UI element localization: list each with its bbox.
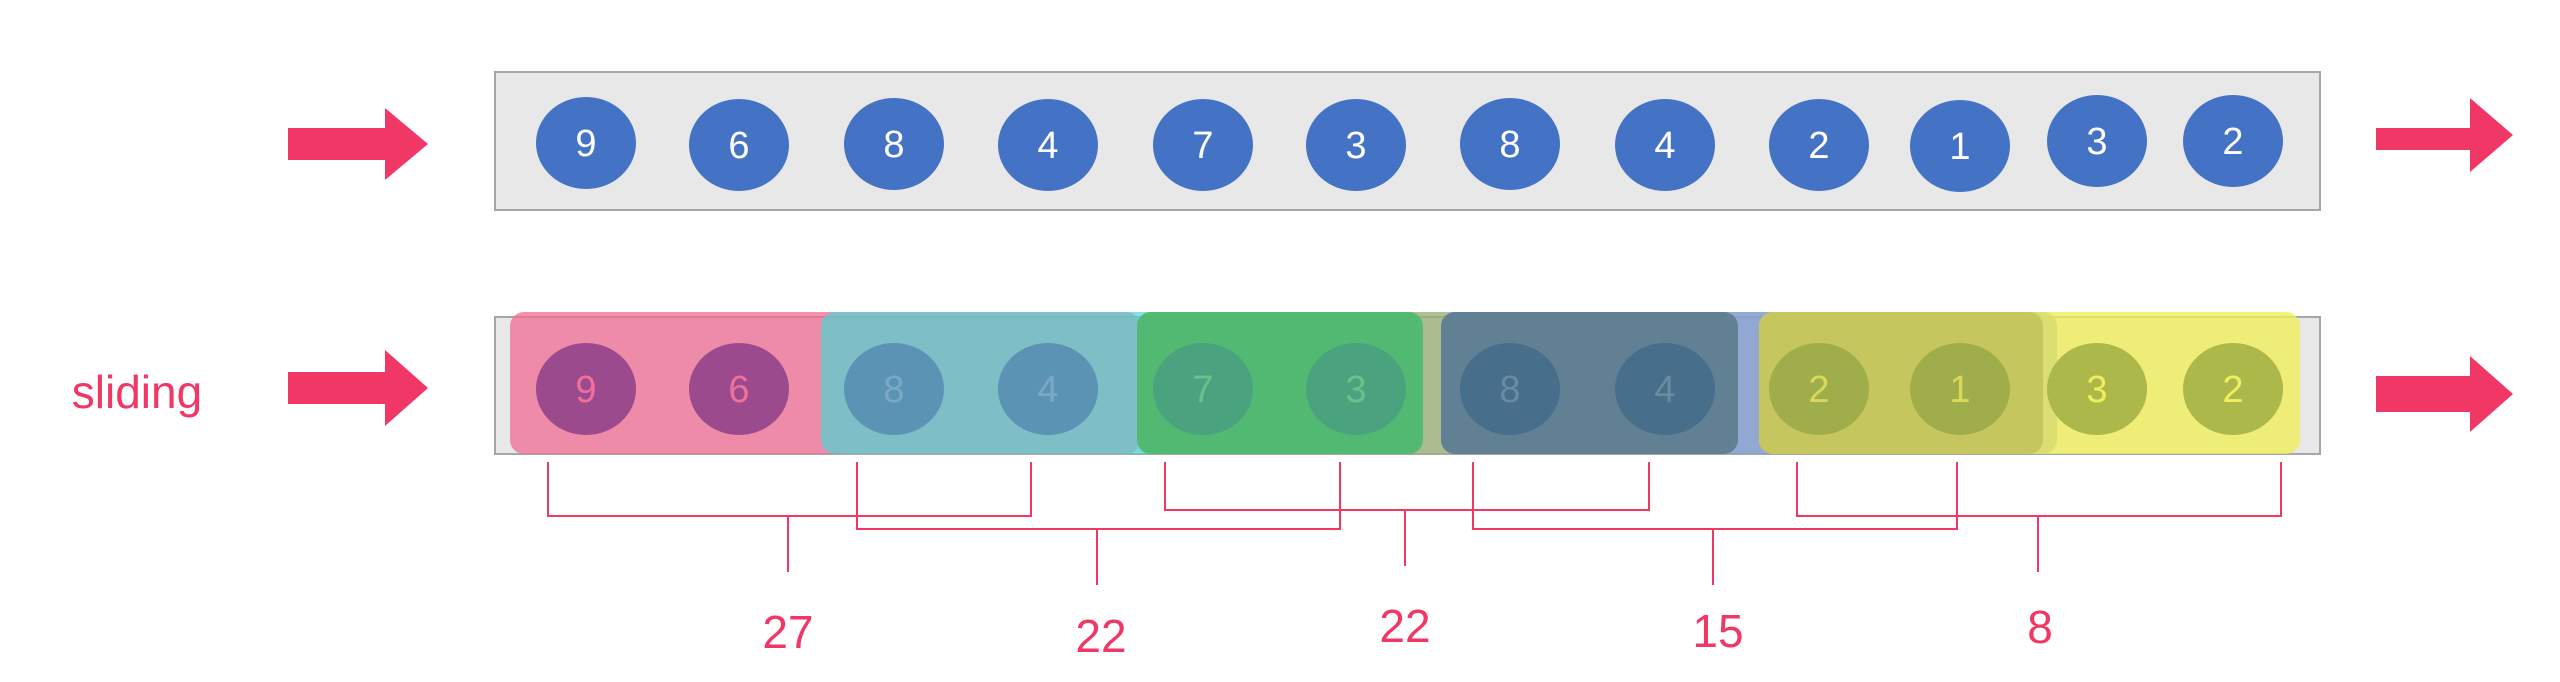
- input-arrow-top: [288, 108, 428, 180]
- event-value: 8: [1499, 124, 1520, 166]
- window-sum: 8: [2027, 601, 2053, 653]
- event-circle: [844, 98, 944, 190]
- window-sums: 27 22 22 15 8: [762, 600, 2052, 662]
- output-arrow-bottom: [2376, 356, 2513, 432]
- event-value: 4: [1654, 125, 1675, 167]
- event-value: 6: [728, 369, 749, 411]
- input-arrow-bottom: [288, 350, 428, 426]
- event-circle: [1460, 343, 1560, 435]
- event-circle: [2183, 343, 2283, 435]
- event-circle: [1153, 343, 1253, 435]
- event-value: 8: [883, 124, 904, 166]
- event-value: 2: [2222, 369, 2243, 411]
- event-circle: [1460, 98, 1560, 190]
- sliding-label: sliding: [72, 366, 202, 418]
- event-value: 3: [2086, 369, 2107, 411]
- event-value: 8: [1499, 369, 1520, 411]
- event-circle: [1769, 343, 1869, 435]
- event-circle: [536, 343, 636, 435]
- window-bracket: [1164, 462, 1650, 566]
- event-value: 7: [1192, 369, 1213, 411]
- event-value: 3: [1345, 369, 1366, 411]
- event-circle: [689, 99, 789, 191]
- event-circle: [2183, 95, 2283, 187]
- event-circle: [1615, 99, 1715, 191]
- event-circle: [1153, 99, 1253, 191]
- event-value: 1: [1949, 126, 1970, 168]
- window-sum: 22: [1075, 610, 1126, 662]
- event-circle: [998, 343, 1098, 435]
- window-bracket: [1472, 462, 1958, 585]
- event-circle: [998, 99, 1098, 191]
- event-value: 7: [1192, 125, 1213, 167]
- window-bracket: [547, 462, 1032, 572]
- event-circle: [2047, 95, 2147, 187]
- event-circle: [1306, 99, 1406, 191]
- window-bracket: [856, 462, 1341, 585]
- window-sum: 15: [1692, 605, 1743, 657]
- event-value: 2: [2222, 121, 2243, 163]
- top-event-circles: 9 6 8 4 7 3 8 4 2 1 3 2: [536, 95, 2283, 192]
- event-value: 1: [1949, 369, 1970, 411]
- event-circle: [1769, 99, 1869, 191]
- event-value: 4: [1037, 125, 1058, 167]
- bottom-event-circles: 9 6 8 4 7 3 8 4 2 1 3 2: [536, 343, 2283, 435]
- event-value: 2: [1808, 125, 1829, 167]
- output-arrow-top: [2376, 98, 2513, 172]
- window-brackets: [547, 462, 2282, 585]
- window-bracket: [1796, 462, 2282, 572]
- event-circle: [844, 343, 944, 435]
- window-sum: 22: [1379, 600, 1430, 652]
- event-circle: [689, 343, 789, 435]
- event-circle: [1306, 343, 1406, 435]
- event-value: 9: [575, 123, 596, 165]
- event-circle: [2047, 343, 2147, 435]
- event-value: 9: [575, 369, 596, 411]
- event-value: 3: [1345, 125, 1366, 167]
- event-circle: [1615, 343, 1715, 435]
- stream-row-top: [494, 71, 2321, 211]
- event-value: 2: [1808, 369, 1829, 411]
- event-value: 4: [1654, 369, 1675, 411]
- event-circle: [1910, 100, 2010, 192]
- event-value: 8: [883, 369, 904, 411]
- event-circle: [536, 97, 636, 189]
- window-sum: 27: [762, 606, 813, 658]
- event-value: 6: [728, 125, 749, 167]
- event-value: 4: [1037, 369, 1058, 411]
- event-value: 3: [2086, 121, 2107, 163]
- event-circle: [1910, 343, 2010, 435]
